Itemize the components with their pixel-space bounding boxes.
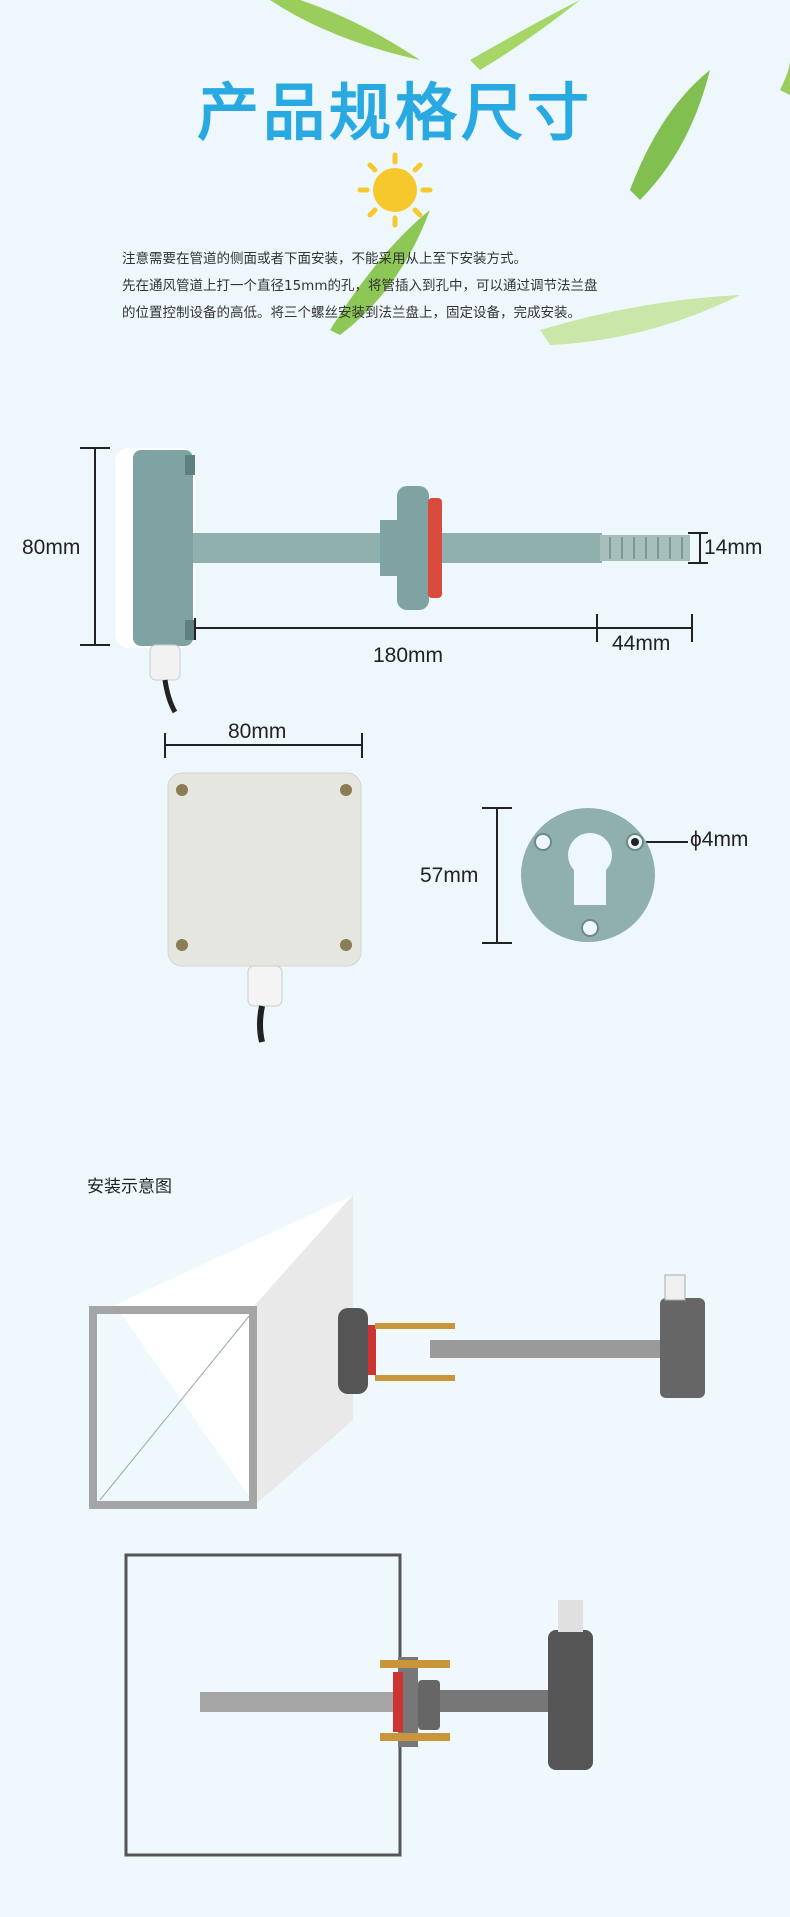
tip-dimension: 44mm <box>612 632 671 655</box>
install-section <box>0 1080 790 1917</box>
flange-dimension: 57mm <box>420 864 479 887</box>
sensor-side-view <box>115 448 690 714</box>
note-line: 先在通风管道上打一个直径15mm的孔，将管插入到孔中，可以通过调节法兰盘 <box>122 278 598 294</box>
note-line: 注意需要在管道的侧面或者下面安装，不能采用从上至下安装方式。 <box>122 251 527 267</box>
leaf-decoration <box>270 0 790 345</box>
duct-diagram <box>89 1195 705 1509</box>
height-dimension: 80mm <box>22 536 81 559</box>
flange-view <box>521 808 655 942</box>
box-width-dimension: 80mm <box>228 720 287 743</box>
hole-dimension: ϕ4mm <box>690 828 749 851</box>
note-line: 的位置控制设备的高低。将三个螺丝安装到法兰盘上，固定设备，完成安装。 <box>122 305 581 321</box>
installed-diagram <box>124 1553 593 1857</box>
dimension-lines <box>80 447 708 944</box>
sun-icon <box>357 152 433 228</box>
probe-diameter-dimension: 14mm <box>704 536 763 559</box>
page-title: 产品规格尺寸 <box>196 76 593 149</box>
install-caption: 安装示意图 <box>87 1177 172 1197</box>
sensor-front-view <box>167 772 362 1043</box>
length-dimension: 180mm <box>373 644 444 667</box>
